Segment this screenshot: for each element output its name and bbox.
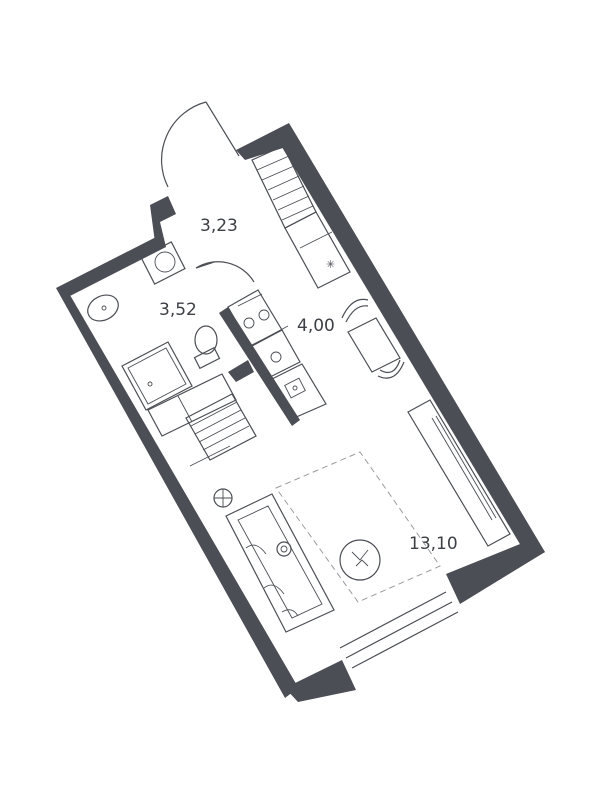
- chair-icon: [341, 298, 369, 323]
- hall-closet-icon: [185, 393, 257, 461]
- wall-entrance-stub: [150, 196, 176, 250]
- side-table-icon: [276, 541, 292, 557]
- kitchen-base-icon: [269, 363, 327, 419]
- wall-partition-cap: [228, 360, 254, 382]
- carpet-outline: [275, 451, 441, 603]
- area-living: 13,10: [409, 534, 458, 554]
- inner-lines: [69, 147, 531, 689]
- door-swing-icon: [161, 101, 240, 188]
- area-kitchen: 4,00: [297, 316, 335, 336]
- wall-right: [236, 123, 545, 560]
- bath-cabinet-icon: [147, 373, 237, 437]
- area-hallway: 3,23: [200, 216, 238, 236]
- toilet-icon: [193, 325, 221, 370]
- plant-icon: [339, 539, 381, 581]
- fridge-mark-icon: ✳: [326, 258, 335, 271]
- dining-table-icon: [347, 317, 401, 373]
- bathroom-door-icon: [195, 261, 255, 283]
- wall-left: [56, 235, 298, 698]
- kitchen-sink-icon: [251, 325, 301, 379]
- washing-machine-icon: [140, 241, 186, 285]
- area-bathroom: 3,52: [159, 300, 197, 320]
- shower-tray-icon: [121, 341, 193, 411]
- chair-icon-2: [377, 359, 405, 379]
- wall-pier-right: [446, 540, 545, 604]
- wall-bottom: [285, 660, 356, 702]
- kitchen-counter: ✳: [284, 211, 351, 289]
- sink-icon: [87, 294, 119, 322]
- window-icon: [339, 591, 459, 669]
- sofa-icon: [225, 493, 335, 633]
- ceiling-light-icon: [213, 488, 233, 508]
- exterior-walls: [56, 123, 545, 702]
- tv-unit-icon: [407, 399, 511, 547]
